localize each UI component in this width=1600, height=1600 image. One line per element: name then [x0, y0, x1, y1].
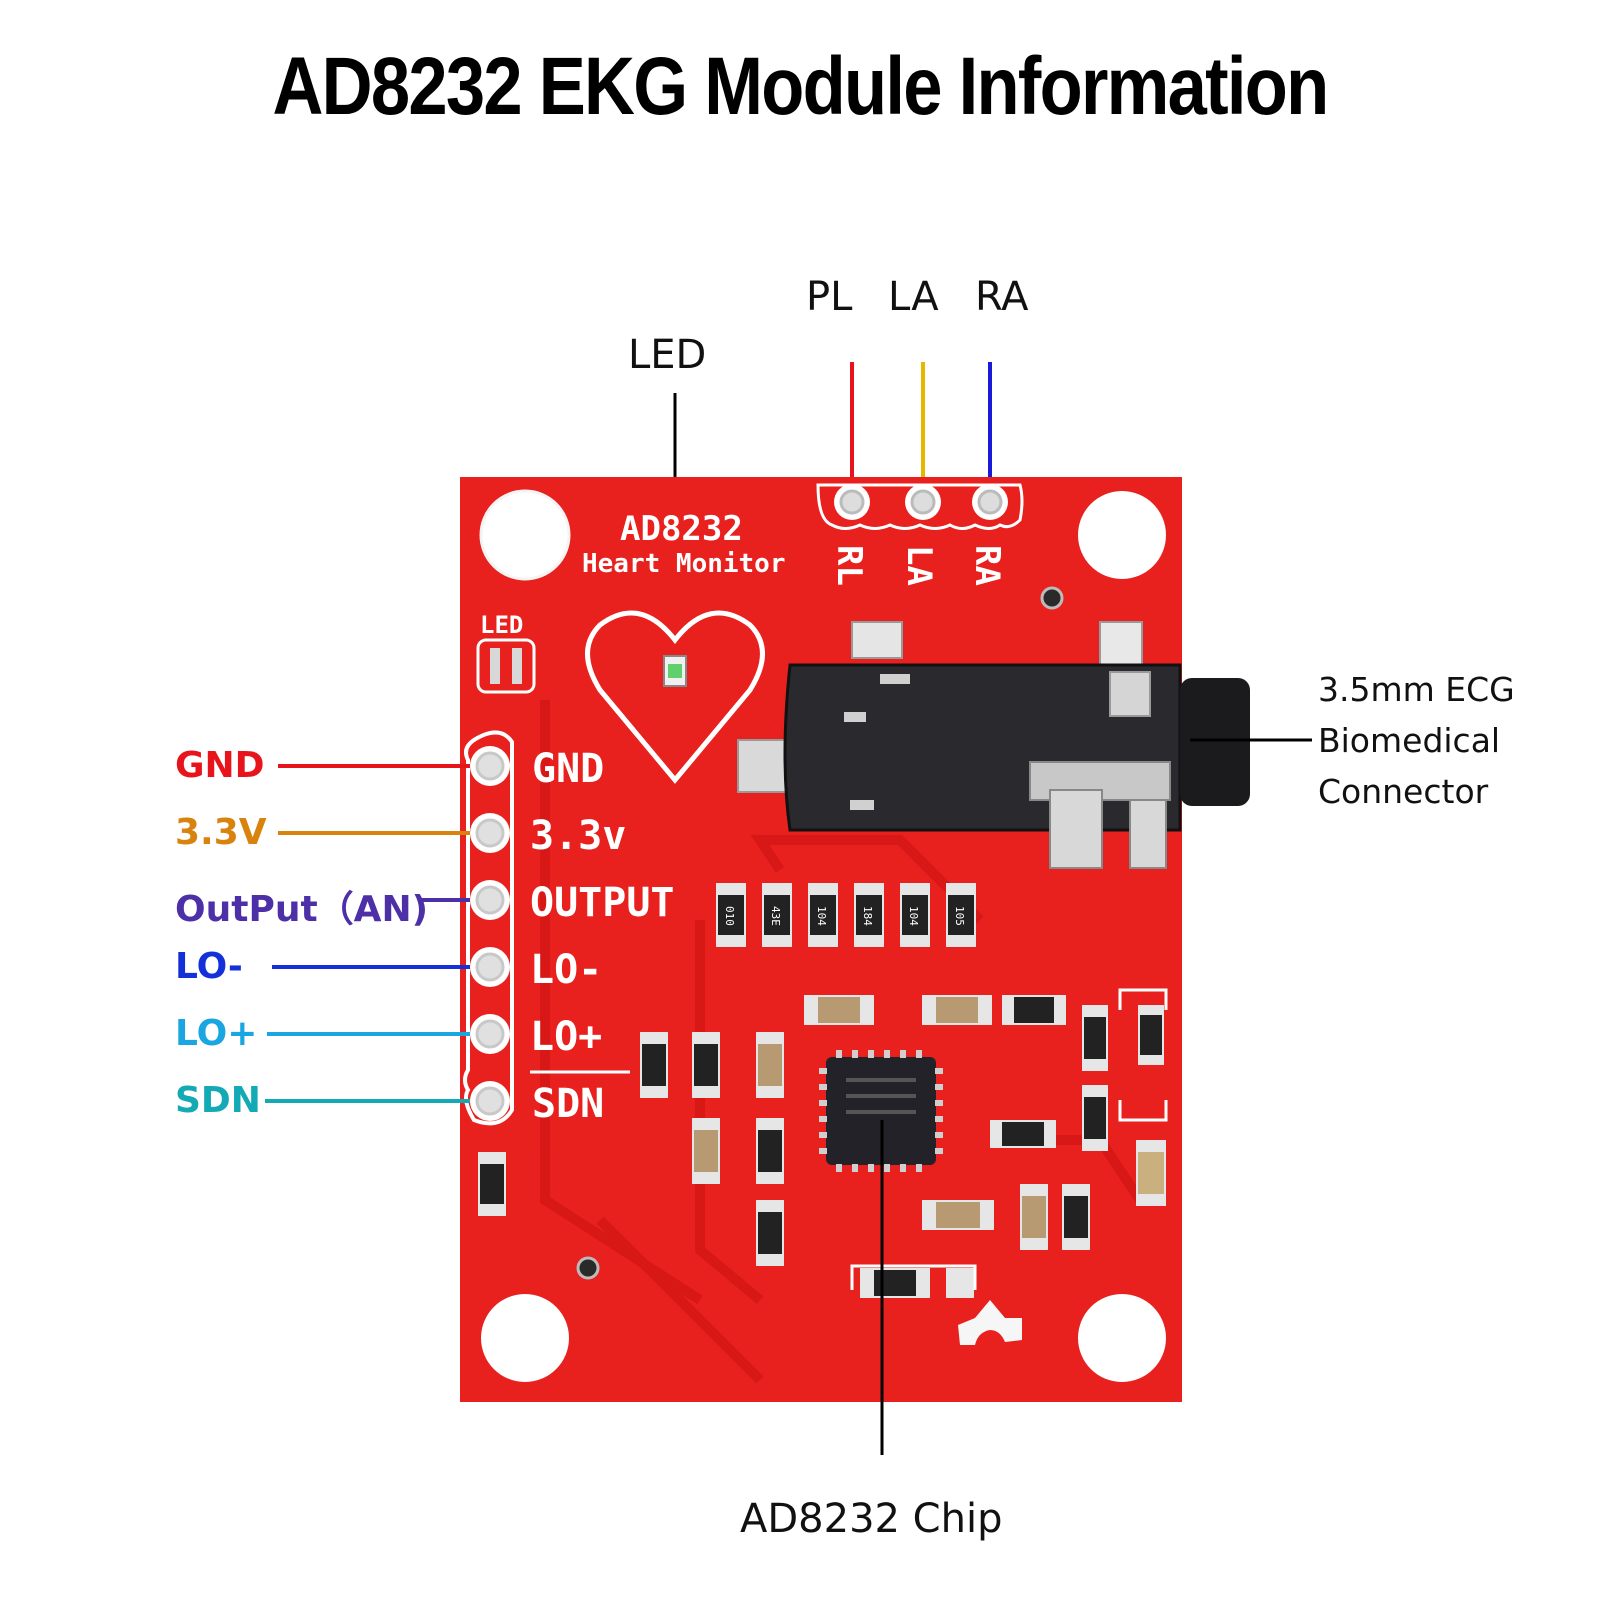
pin-label-lo-minus: LO- [175, 946, 243, 987]
header-pins [470, 746, 510, 1121]
res-code-6: 105 [953, 906, 966, 926]
audio-jack-connector [737, 621, 1250, 869]
silk-sdn: SDN [532, 1081, 604, 1127]
led-callout-label: LED [628, 332, 707, 378]
chip-callout-label: AD8232 Chip [740, 1496, 1003, 1542]
pin-label-lo-plus: LO+ [175, 1013, 258, 1054]
silk-lo-plus: LO+ [530, 1014, 602, 1060]
la-callout-label: LA [888, 274, 939, 320]
heart-silkscreen [585, 610, 765, 784]
passive-components [478, 995, 1166, 1298]
silk-rl: RL [829, 545, 869, 586]
ra-callout-label: RA [975, 274, 1029, 320]
silk-output: OUTPUT [530, 880, 675, 926]
res-code-1: 010 [723, 906, 736, 926]
silk-3v3: 3.3v [530, 813, 626, 859]
silk-la: LA [899, 545, 939, 586]
silk-subtitle: Heart Monitor [582, 549, 786, 579]
ad8232-chip [819, 1050, 943, 1172]
pin-label-3v3: 3.3V [175, 812, 267, 853]
electrode-header-outline [816, 483, 1024, 530]
silk-title: AD8232 [620, 509, 743, 549]
silk-bracket [1118, 988, 1168, 1122]
oshw-logo [958, 1300, 1022, 1345]
res-code-2: 43E [769, 906, 782, 926]
jack-label-line-2: Biomedical [1318, 721, 1501, 760]
res-code-3: 104 [815, 906, 828, 926]
page-title: AD8232 EKG Module Information [272, 41, 1329, 132]
silk-led-footprint [476, 638, 536, 694]
silk-bracket-bottom [850, 1264, 977, 1290]
mounting-holes [479, 489, 1166, 1382]
jack-callout-label: 3.5mm ECG Biomedical Connector [1318, 664, 1515, 817]
jack-label-line-3: Connector [1318, 772, 1489, 811]
silk-ra: RA [967, 545, 1007, 586]
res-code-4: 184 [861, 906, 874, 926]
silk-gnd: GND [532, 746, 604, 792]
silk-lo-minus: LO- [530, 947, 602, 993]
pl-callout-label: PL [806, 274, 853, 320]
jack-label-line-1: 3.5mm ECG [1318, 670, 1515, 709]
silk-led: LED [480, 611, 523, 639]
pin-label-gnd: GND [175, 745, 265, 786]
res-code-5: 104 [907, 906, 920, 926]
pin-label-output: OutPut（AN) [175, 889, 429, 930]
pin-label-sdn: SDN [175, 1080, 261, 1121]
resistor-row [716, 883, 976, 947]
